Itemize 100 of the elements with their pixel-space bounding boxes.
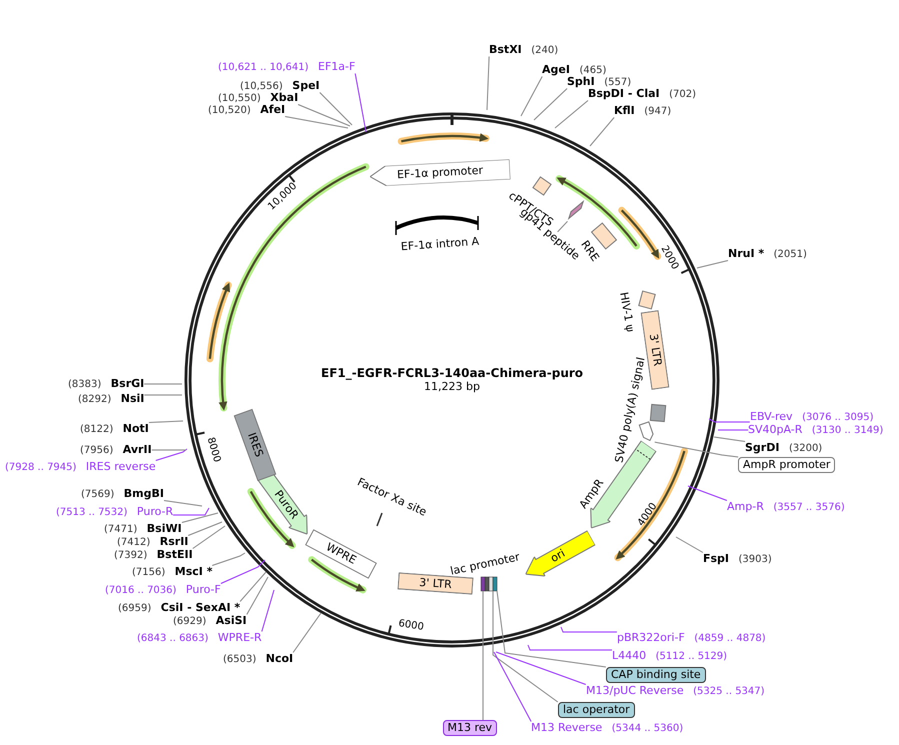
- feature-mark: [488, 576, 494, 592]
- leader-line: [164, 500, 202, 506]
- site-position: (6959): [118, 602, 152, 614]
- site-position: (10,556): [240, 80, 283, 92]
- site-position: (3903): [738, 554, 772, 564]
- site-position: (6929): [173, 616, 206, 626]
- leader-line: [714, 436, 746, 442]
- feature-mark: [480, 576, 486, 592]
- site-name: XbaI: [270, 90, 298, 104]
- leader-line: [144, 394, 182, 396]
- primer-name: Puro-F: [186, 582, 221, 596]
- site-name: AgeI: [542, 62, 570, 76]
- site-name: BmgBI: [124, 486, 164, 500]
- leader-line: [486, 56, 490, 110]
- leader-line: [654, 442, 739, 458]
- site-position: (2051): [774, 248, 807, 260]
- feature-label: HIV-1 ψ: [617, 291, 637, 333]
- site-name: SphI: [567, 74, 595, 88]
- leader-line: [528, 644, 612, 650]
- primer-range: (3076 .. 3095): [802, 412, 874, 422]
- site-name: BsrGI: [110, 376, 144, 390]
- peptide-mark: [568, 200, 584, 220]
- tick-label: 6000: [398, 618, 424, 634]
- feature-tag: M13 rev: [442, 720, 498, 736]
- leader-line: [560, 626, 618, 632]
- promoter-mark: [638, 421, 654, 442]
- primer-range: (5112 .. 5129): [656, 650, 728, 662]
- feature-label: ori: [548, 547, 568, 565]
- site-position: (10,550): [218, 92, 261, 104]
- primer-name: EF1a-F: [318, 60, 356, 72]
- site-name: SgrDI: [745, 440, 780, 454]
- feature-mark: [492, 576, 498, 592]
- site-name: SpeI: [292, 78, 320, 92]
- leader-line: [172, 508, 210, 516]
- site-position: (7471): [104, 524, 138, 534]
- leader-line: [212, 552, 246, 566]
- plasmid-length: 11,223 bp: [424, 381, 480, 393]
- leader-line: [155, 448, 188, 461]
- primer-name: pBR322ori-F: [617, 630, 685, 644]
- leader-line: [354, 73, 366, 132]
- leader-line: [261, 590, 274, 632]
- site-name: NruI *: [728, 246, 764, 260]
- leader-line: [492, 590, 558, 702]
- primer-range: (6843 .. 6863): [137, 632, 208, 644]
- site-name: KflI: [614, 104, 635, 116]
- leader-line: [188, 522, 222, 536]
- feature-label: EF-1α promoter: [396, 164, 484, 182]
- site-position: (557): [604, 76, 632, 88]
- primer-name: WPRE-R: [218, 630, 262, 644]
- site-name: RsrII: [160, 534, 188, 548]
- site-name: BsiWI: [146, 522, 182, 534]
- site-name: FspI: [703, 552, 730, 564]
- site-name: NcoI: [266, 652, 294, 664]
- leader-line: [557, 220, 568, 232]
- site-name: AfeI: [260, 102, 286, 116]
- primer-name: EBV-rev: [750, 410, 793, 422]
- site-name: MscI *: [174, 564, 212, 578]
- primer-range: (3557 .. 3576): [773, 502, 845, 512]
- leader-line: [482, 590, 484, 720]
- site-position: (240): [531, 44, 558, 56]
- leader-line: [708, 418, 750, 422]
- leader-line: [496, 652, 586, 685]
- site-position: (7156): [132, 566, 166, 578]
- leader-line: [220, 560, 266, 584]
- primer-range: (5325 .. 5347): [693, 686, 765, 696]
- site-position: (7956): [80, 444, 114, 456]
- primer-range: (7513 .. 7532): [56, 506, 128, 518]
- primer-name: Puro-R: [136, 504, 174, 518]
- leader-line: [284, 116, 348, 128]
- feature-label: 3' LTR: [646, 333, 664, 367]
- site-position: (8383): [68, 378, 102, 390]
- leader-line: [148, 420, 184, 423]
- leader-line: [240, 572, 266, 602]
- site-position: (3200): [788, 442, 822, 454]
- feature-tag: lac operator: [558, 702, 635, 718]
- site-name: AvrII: [122, 442, 152, 456]
- leader-line: [298, 104, 350, 126]
- primer-name: M13/pUC Reverse: [586, 684, 684, 696]
- leader-line: [534, 88, 568, 120]
- site-position: (8292): [78, 394, 112, 404]
- primer-range: (5344 .. 5360): [612, 722, 684, 734]
- leader-line: [494, 652, 532, 722]
- leader-line: [292, 612, 322, 653]
- primer-name: Amp-R: [727, 500, 764, 512]
- site-name: NotI: [122, 422, 149, 434]
- feature-label: 3' LTR: [418, 576, 452, 590]
- site-name: BstXI: [489, 42, 522, 56]
- leader-line: [496, 590, 606, 668]
- plasmid-name: EF1_-EGFR-FCRL3-140aa-Chimera-puro: [321, 367, 584, 379]
- leader-line: [688, 486, 728, 501]
- site-position: (7569): [81, 488, 114, 500]
- feature-label: SV40 poly(A) signal: [612, 356, 648, 464]
- tick-label: 8000: [204, 436, 222, 464]
- primer-range: (10,621 .. 10,641): [218, 62, 308, 72]
- leader-line: [319, 92, 352, 126]
- site-position: (702): [669, 88, 696, 100]
- leader-line: [181, 512, 218, 523]
- leader-line: [696, 260, 728, 268]
- primer-name: IRES reverse: [86, 460, 156, 472]
- leader-line: [520, 76, 543, 116]
